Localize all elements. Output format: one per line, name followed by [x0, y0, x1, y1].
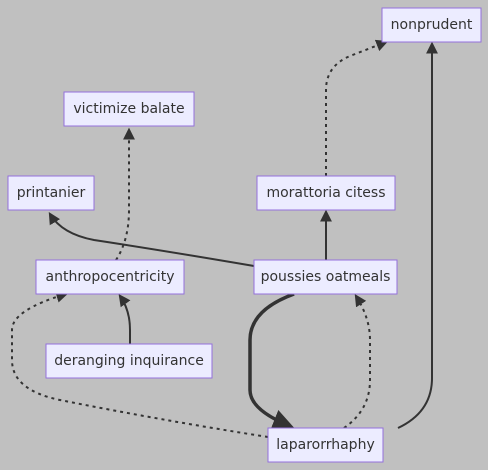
- edge-poussies-oatmeals-to-printanier: [48, 211, 255, 267]
- node-label: deranging inquirance: [54, 353, 204, 369]
- edge-laparorrhaphy-to-poussies-oatmeals: [343, 293, 371, 429]
- edge-morattoria-citess-to-nonprudent: [325, 39, 389, 176]
- node-label: morattoria citess: [266, 185, 385, 201]
- edge-deranging-inquirance-to-anthropocentricity: [118, 294, 131, 344]
- node-nonprudent[interactable]: nonprudent: [381, 7, 482, 43]
- node-label: printanier: [17, 185, 86, 201]
- node-deranging-inquirance[interactable]: deranging inquirance: [45, 343, 213, 379]
- node-anthropocentricity[interactable]: anthropocentricity: [35, 259, 185, 295]
- node-label: nonprudent: [391, 17, 473, 33]
- node-victimize-balate[interactable]: victimize balate: [63, 91, 195, 127]
- node-label: poussies oatmeals: [261, 269, 391, 285]
- edges: [11, 39, 438, 438]
- edge-laparorrhaphy-to-nonprudent: [397, 41, 438, 429]
- node-poussies-oatmeals[interactable]: poussies oatmeals: [253, 259, 398, 295]
- node-label: victimize balate: [73, 101, 184, 117]
- node-label: anthropocentricity: [46, 269, 175, 285]
- node-morattoria-citess[interactable]: morattoria citess: [256, 175, 396, 211]
- node-printanier[interactable]: printanier: [7, 175, 95, 211]
- node-laparorrhaphy[interactable]: laparorrhaphy: [267, 427, 384, 463]
- node-label: laparorrhaphy: [276, 437, 374, 453]
- edge-anthropocentricity-to-victimize-balate: [115, 127, 135, 261]
- edge-poussies-oatmeals-to-laparorrhaphy: [248, 292, 295, 430]
